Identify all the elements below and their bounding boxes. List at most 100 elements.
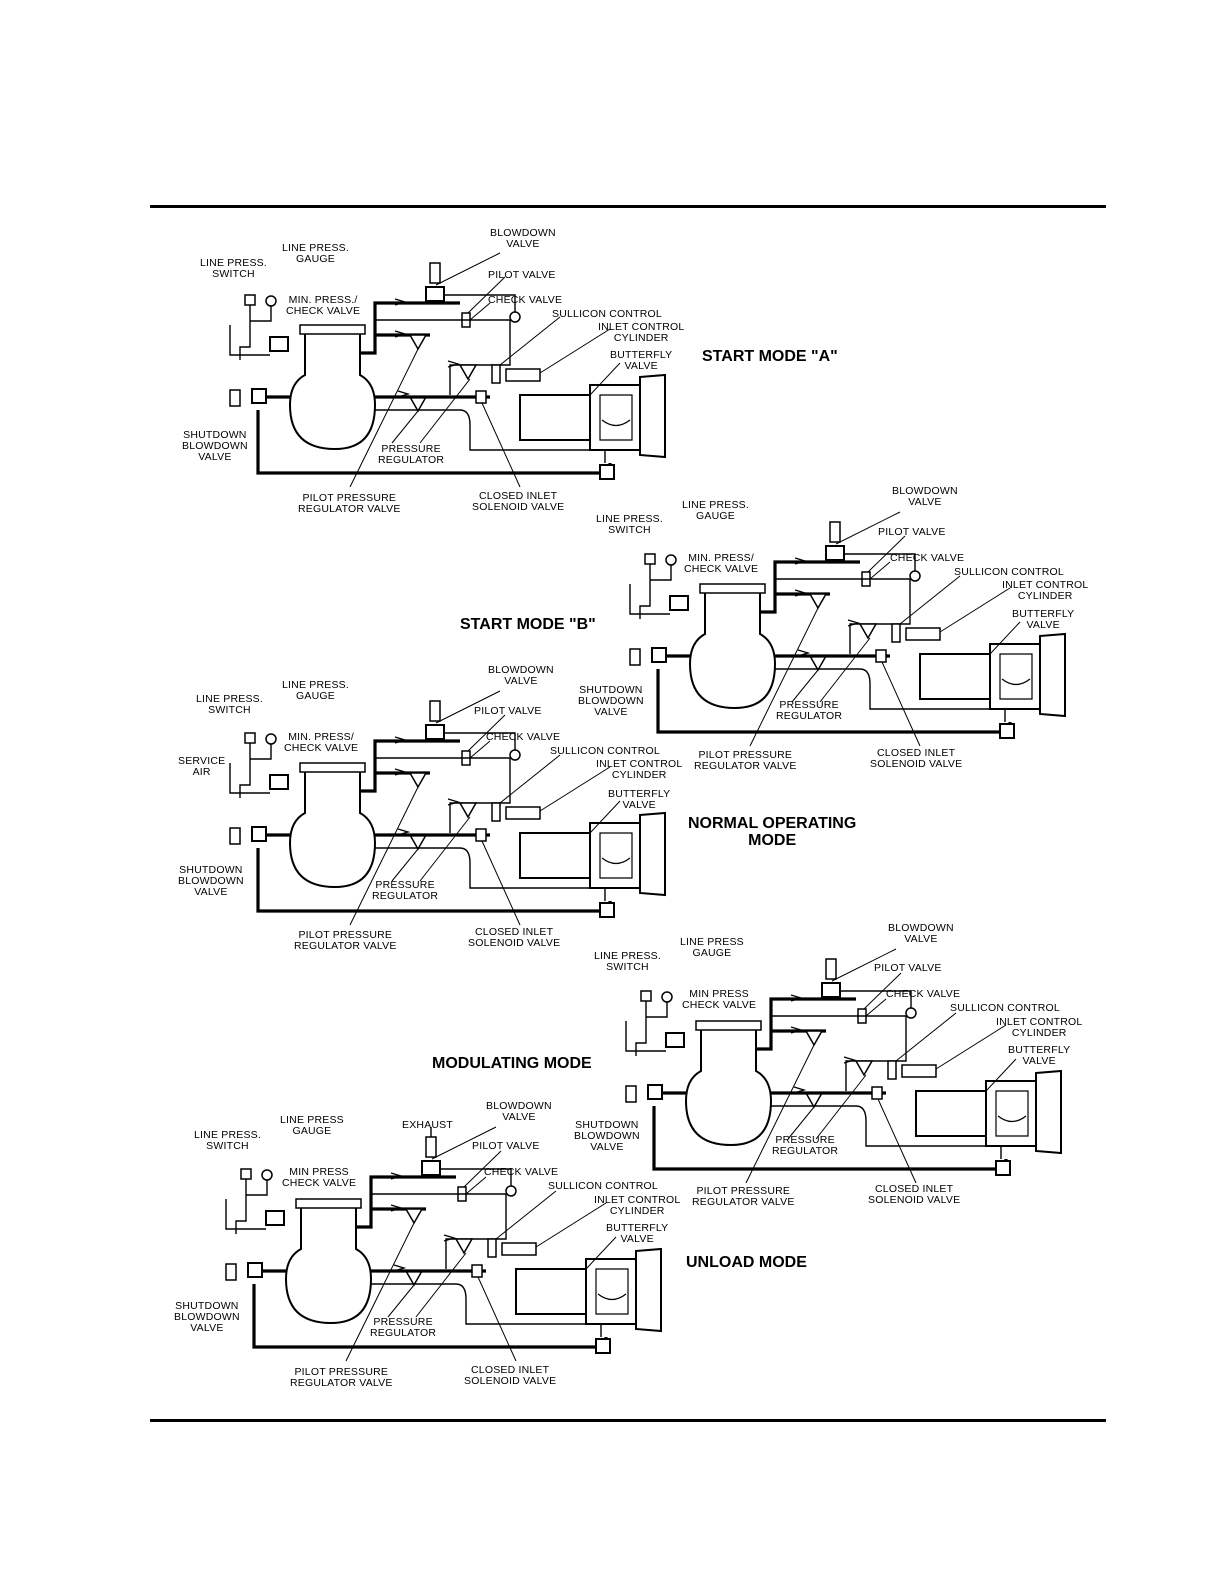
- label-pilot-pressure-regulator-valve: PILOT PRESSURE REGULATOR VALVE: [290, 1366, 393, 1389]
- flow-arrow: [443, 1234, 457, 1242]
- pressure-regulator-icon: [408, 834, 428, 851]
- label-blowdown-valve: BLOWDOWN VALVE: [486, 1100, 552, 1123]
- separator-tank: [684, 1028, 773, 1147]
- label-butterfly-valve: BUTTERFLY VALVE: [1008, 1044, 1071, 1067]
- control-line: [371, 1193, 507, 1269]
- leader-lines: [349, 252, 621, 488]
- label-line-press-gauge: LINE PRESS GAUGE: [280, 1114, 344, 1137]
- closed-inlet-solenoid-valve-icon: [871, 1086, 883, 1100]
- shutdown-blowdown-valve-stem: [625, 1085, 637, 1103]
- label-check-valve: CHECK VALVE: [484, 1166, 559, 1178]
- service-line: [625, 1021, 666, 1052]
- discharge-line: [356, 1175, 456, 1229]
- label-blowdown-valve: BLOWDOWN VALVE: [488, 664, 554, 687]
- regulator-icon: [458, 364, 478, 381]
- label-line-press-gauge: LINE PRESS GAUGE: [680, 936, 744, 959]
- flow-arrow: [397, 390, 411, 398]
- service-line: [629, 584, 670, 615]
- pressure-regulator-icon: [808, 655, 828, 672]
- pilot-pressure-regulator-icon: [808, 593, 828, 610]
- blowdown-valve-stem: [429, 700, 441, 722]
- inlet-control-cylinder-icon: [905, 627, 941, 641]
- pressure-regulator-icon: [404, 1270, 424, 1287]
- gauge-line: [239, 305, 272, 360]
- check-valve-icon: [509, 311, 521, 323]
- label-pilot-pressure-regulator-valve: PILOT PRESSURE REGULATOR VALVE: [294, 929, 397, 952]
- label-pressure-regulator: PRESSURE REGULATOR: [776, 699, 843, 722]
- label-pilot-valve: PILOT VALVE: [878, 526, 946, 538]
- label-shutdown-blowdown-valve: SHUTDOWN BLOWDOWN VALVE: [574, 1119, 640, 1153]
- line-press-switch-icon: [240, 1168, 252, 1180]
- pressure-regulator-icon: [408, 396, 428, 413]
- oil-filter-icon: [599, 464, 615, 480]
- gauge-line: [639, 564, 672, 619]
- label-pilot-pressure-regulator-valve: PILOT PRESSURE REGULATOR VALVE: [298, 492, 401, 515]
- separator-tank: [288, 332, 377, 451]
- closed-inlet-solenoid-valve-icon: [471, 1264, 483, 1278]
- discharge-line: [760, 560, 860, 614]
- sullicon-control-icon: [887, 1060, 897, 1080]
- separator-cover: [299, 324, 366, 335]
- label-pilot-valve: PILOT VALVE: [474, 705, 542, 717]
- pilot-line: [444, 732, 516, 755]
- schematic-start-mode-b: [629, 511, 1066, 747]
- compressor-air-end: [915, 1090, 987, 1137]
- label-butterfly-valve: BUTTERFLY VALVE: [1012, 608, 1075, 631]
- pilot-line: [844, 553, 916, 576]
- mode-title-normal-operating: NORMAL OPERATING MODE: [688, 815, 857, 849]
- inlet-control-cylinder-icon: [901, 1064, 937, 1078]
- pilot-pressure-regulator-icon: [404, 1208, 424, 1225]
- mode-title-unload: UNLOAD MODE: [686, 1254, 807, 1271]
- regulator-icon: [454, 1238, 474, 1255]
- label-line-press-gauge: LINE PRESS. GAUGE: [282, 679, 349, 702]
- schematic-normal-operating-mode: [229, 690, 666, 926]
- flow-arrow: [390, 1172, 404, 1180]
- leader-lines: [345, 1126, 617, 1362]
- separator-tank: [288, 770, 377, 889]
- compressor-air-end: [519, 394, 591, 441]
- blowdown-valve-icon: [425, 724, 445, 740]
- label-blowdown-valve: BLOWDOWN VALVE: [892, 485, 958, 508]
- flow-arrow: [794, 557, 808, 565]
- label-pilot-valve: PILOT VALVE: [472, 1140, 540, 1152]
- label-inlet-control-cylinder: INLET CONTROL CYLINDER: [598, 321, 685, 344]
- label-check-valve: CHECK VALVE: [890, 552, 965, 564]
- butterfly-valve-icon: [995, 1090, 1029, 1137]
- discharge-line: [360, 301, 460, 355]
- flow-arrow: [390, 1204, 404, 1212]
- blowdown-valve-stem: [425, 1136, 437, 1158]
- flow-arrow: [393, 1264, 407, 1272]
- panel-normal-operating-mode: BLOWDOWN VALVE LINE PRESS. GAUGE LINE PR…: [170, 663, 730, 953]
- label-inlet-control-cylinder: INLET CONTROL CYLINDER: [1002, 579, 1089, 602]
- blowdown-valve-icon: [821, 982, 841, 998]
- separator-tank: [284, 1206, 373, 1325]
- label-check-valve: CHECK VALVE: [886, 988, 961, 1000]
- label-shutdown-blowdown-valve: SHUTDOWN BLOWDOWN VALVE: [174, 1300, 240, 1334]
- air-filter: [635, 1247, 662, 1333]
- oil-filter-icon: [595, 1338, 611, 1354]
- flow-arrow: [394, 768, 408, 776]
- label-sullicon-control: SULLICON CONTROL: [954, 566, 1064, 578]
- service-line: [225, 1199, 266, 1230]
- oil-filter-icon: [599, 902, 615, 918]
- label-closed-inlet-solenoid-valve: CLOSED INLET SOLENOID VALVE: [472, 490, 565, 513]
- min-press-check-valve-icon: [665, 1032, 685, 1048]
- label-line-press-switch: LINE PRESS. SWITCH: [596, 513, 663, 536]
- flow-arrow: [843, 1056, 857, 1064]
- line-press-switch-icon: [244, 732, 256, 744]
- label-closed-inlet-solenoid-valve: CLOSED INLET SOLENOID VALVE: [870, 747, 963, 770]
- flow-arrow: [793, 1086, 807, 1094]
- min-press-check-valve-icon: [265, 1210, 285, 1226]
- oil-filter-icon: [995, 1160, 1011, 1176]
- separator-cover: [695, 1020, 762, 1031]
- sullicon-control-icon: [487, 1238, 497, 1258]
- butterfly-valve-icon: [599, 832, 633, 879]
- label-line-press-gauge: LINE PRESS. GAUGE: [282, 242, 349, 265]
- label-inlet-control-cylinder: INLET CONTROL CYLINDER: [996, 1016, 1083, 1039]
- blowdown-valve-stem: [429, 262, 441, 284]
- inlet-control-cylinder-icon: [505, 806, 541, 820]
- schematic-start-mode-a: [229, 252, 666, 488]
- label-pressure-regulator: PRESSURE REGULATOR: [372, 879, 439, 902]
- panel-modulating-mode: BLOWDOWN VALVE LINE PRESS GAUGE LINE PRE…: [566, 921, 1126, 1211]
- regulator-icon: [458, 802, 478, 819]
